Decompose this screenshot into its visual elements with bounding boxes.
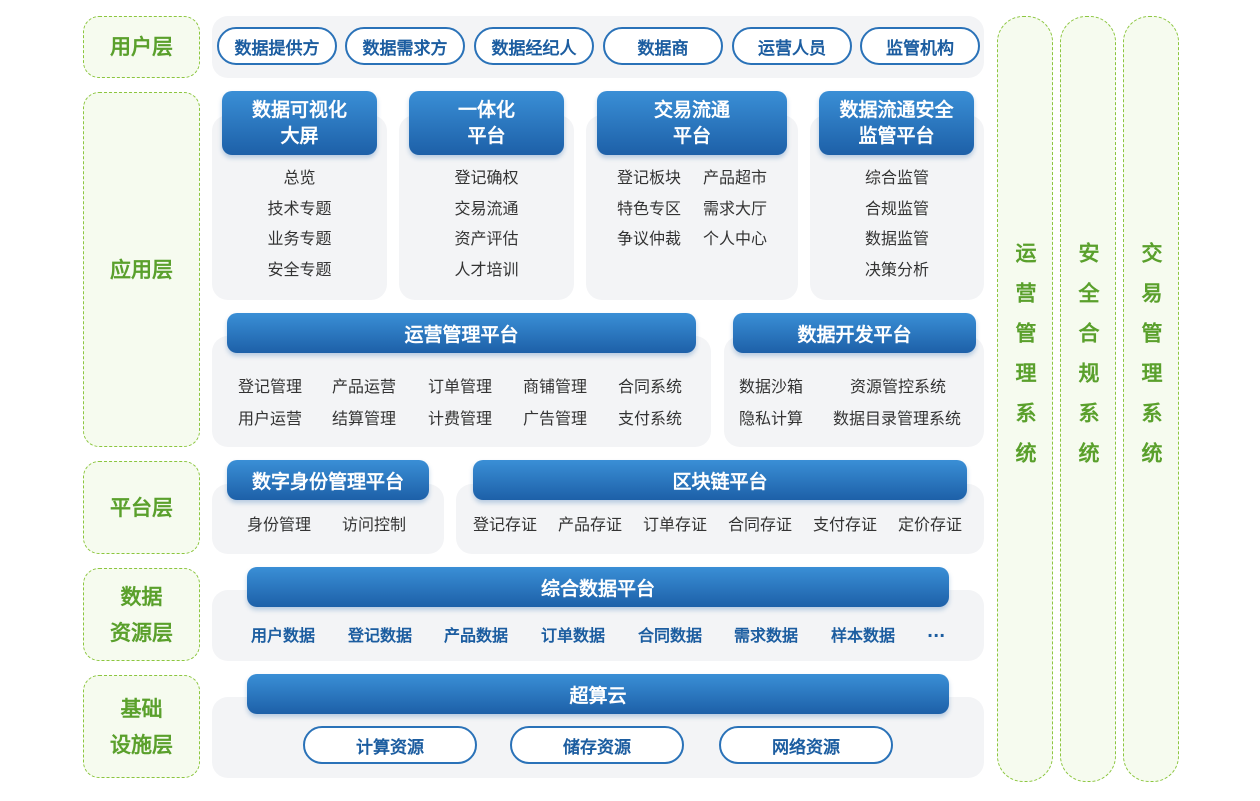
identity-platform-header: 数字身份管理平台: [227, 460, 429, 500]
side-trade-system-label: 交易管理系统: [1139, 242, 1163, 482]
blockchain-item: 订单存证: [643, 515, 708, 534]
app-trade-item: 个人中心: [702, 229, 767, 248]
dev-item: 数据目录管理系统: [833, 409, 962, 428]
app-supervise-list: 综合监管 合规监管 数据监管 决策分析: [810, 163, 984, 285]
dev-platform-header: 数据开发平台: [733, 313, 976, 353]
role-data-provider: 数据提供方: [217, 27, 337, 65]
app-supervise-item: 综合监管: [864, 168, 929, 187]
identity-item: 身份管理: [247, 515, 312, 534]
dev-platform-panel: [724, 336, 984, 447]
side-ops-system-label: 运营管理系统: [1013, 242, 1037, 482]
layer-label-user: 用户层: [83, 16, 200, 78]
data-item: 登记数据: [348, 626, 413, 645]
ops-item: 合同系统: [618, 377, 683, 396]
app-supervise-item: 数据监管: [864, 229, 929, 248]
dev-item: 资源管控系统: [850, 377, 947, 396]
side-trade-system: 交易管理系统: [1123, 16, 1179, 782]
app-integrated-list: 登记确权 交易流通 资产评估 人才培训: [399, 163, 574, 285]
app-integrated-title-1: 一体化: [457, 99, 515, 121]
ops-item: 登记管理: [238, 377, 303, 396]
side-security-system: 安全合规系统: [1060, 16, 1116, 782]
app-integrated-item: 资产评估: [454, 229, 519, 248]
ops-item: 产品运营: [332, 377, 397, 396]
user-layer-panel: [212, 16, 984, 78]
app-visual-item: 技术专题: [267, 198, 332, 218]
cloud-storage-resource: 储存资源: [510, 726, 684, 764]
app-trade-item: 争议仲裁: [616, 229, 681, 248]
side-security-system-label: 安全合规系统: [1076, 242, 1100, 482]
ops-item: 结算管理: [332, 409, 397, 428]
app-trade-item: 特色专区: [616, 198, 681, 218]
blockchain-item: 定价存证: [898, 515, 963, 534]
app-integrated-item: 登记确权: [454, 168, 519, 187]
data-item-ellipsis: ···: [927, 626, 946, 645]
dev-item: 隐私计算: [739, 409, 804, 428]
app-trade-header: 交易流通 平台: [597, 91, 787, 155]
app-integrated-header: 一体化 平台: [409, 91, 564, 155]
blockchain-item: 支付存证: [813, 515, 878, 534]
data-item: 订单数据: [541, 626, 606, 645]
role-data-merchant: 数据商: [603, 27, 723, 65]
data-platform-header: 综合数据平台: [247, 567, 949, 607]
identity-item: 访问控制: [342, 515, 407, 534]
ops-platform-header: 运营管理平台: [227, 313, 696, 353]
ops-item: 支付系统: [618, 409, 683, 428]
ops-item: 广告管理: [523, 409, 588, 428]
cloud-header: 超算云: [247, 674, 949, 714]
app-trade-title-1: 交易流通: [653, 99, 730, 121]
blockchain-item: 合同存证: [728, 515, 793, 534]
data-item: 产品数据: [444, 626, 509, 645]
layer-label-application: 应用层: [83, 92, 200, 447]
ops-platform-panel: [212, 336, 711, 447]
app-integrated-title-2: 平台: [467, 125, 506, 147]
ops-item: 用户运营: [238, 409, 303, 428]
app-trade-list-left: 登记板块 特色专区 争议仲裁: [602, 163, 696, 255]
app-supervise-title-1: 数据流通安全: [839, 99, 954, 121]
role-operator: 运营人员: [732, 27, 852, 65]
app-trade-item: 需求大厅: [702, 198, 767, 218]
side-ops-system: 运营管理系统: [997, 16, 1053, 782]
app-supervise-item: 合规监管: [864, 198, 929, 218]
layer-label-data-resource: 数据 资源层: [83, 568, 200, 661]
app-integrated-item: 交易流通: [454, 198, 519, 218]
app-supervise-title-2: 监管平台: [858, 125, 935, 147]
data-item: 样本数据: [831, 626, 896, 645]
layer-label-infrastructure: 基础 设施层: [83, 675, 200, 778]
app-visual-item: 安全专题: [267, 259, 332, 279]
data-item: 合同数据: [638, 626, 703, 645]
blockchain-platform-header: 区块链平台: [473, 460, 967, 500]
app-trade-title-2: 平台: [672, 125, 711, 147]
app-visual-item: 业务专题: [267, 229, 332, 248]
role-data-broker: 数据经纪人: [474, 27, 594, 65]
role-data-demander: 数据需求方: [345, 27, 465, 65]
cloud-network-resource: 网络资源: [719, 726, 893, 764]
data-item: 需求数据: [734, 626, 799, 645]
layer-label-platform: 平台层: [83, 461, 200, 554]
app-trade-list-right: 产品超市 需求大厅 个人中心: [688, 163, 782, 255]
app-visual-title-2: 大屏: [280, 125, 319, 147]
dev-item: 数据沙箱: [739, 377, 804, 396]
ops-item: 订单管理: [428, 377, 493, 396]
ops-item: 计费管理: [428, 409, 493, 428]
app-visual-item: 总览: [283, 168, 316, 187]
app-integrated-item: 人才培训: [454, 259, 519, 279]
cloud-compute-resource: 计算资源: [303, 726, 477, 764]
app-visual-header: 数据可视化 大屏: [222, 91, 377, 155]
blockchain-item: 产品存证: [558, 515, 623, 534]
app-supervise-item: 决策分析: [864, 259, 929, 279]
data-item: 用户数据: [251, 626, 316, 645]
app-trade-item: 产品超市: [702, 168, 767, 187]
ops-item: 商铺管理: [523, 377, 588, 396]
app-visual-list: 总览 技术专题 业务专题 安全专题: [212, 163, 387, 285]
blockchain-item: 登记存证: [473, 515, 538, 534]
app-trade-item: 登记板块: [616, 168, 681, 187]
app-supervise-header: 数据流通安全 监管平台: [819, 91, 974, 155]
app-visual-title-1: 数据可视化: [251, 99, 347, 121]
role-regulator: 监管机构: [860, 27, 980, 65]
